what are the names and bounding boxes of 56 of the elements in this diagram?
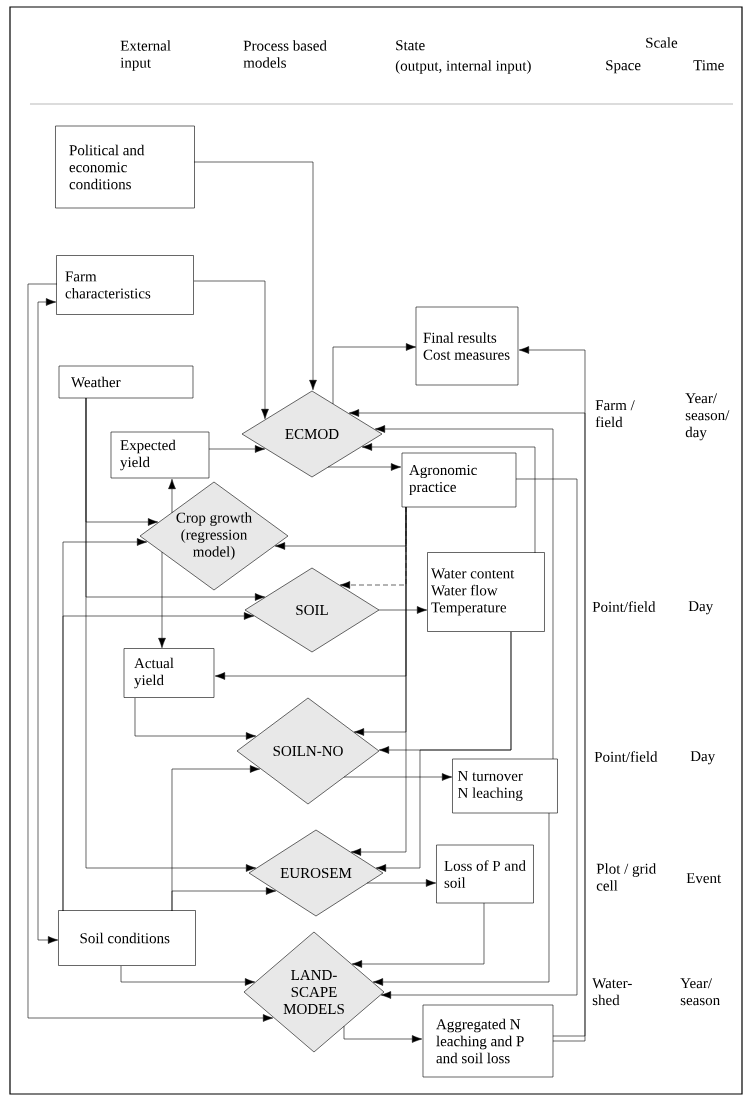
header-label: Process based models: [243, 40, 327, 68]
header-label: Event: [686, 873, 722, 884]
box: Aggregated N leaching and P and soil loss: [422, 1004, 554, 1078]
arrow: [62, 612, 254, 912]
arrow: [372, 812, 550, 986]
arrow: [343, 773, 453, 781]
arrow: [361, 443, 536, 554]
arrow: [332, 343, 417, 405]
arrow: [380, 478, 578, 999]
arrow: [158, 551, 166, 649]
header-label: Space: [606, 60, 641, 74]
header-label: Point/field: [592, 601, 656, 612]
header-label: Plot / grid cell: [596, 863, 656, 891]
arrow: [351, 902, 485, 968]
box: Actual yield: [123, 648, 215, 698]
box: Weather: [58, 365, 194, 399]
arrow: [168, 478, 176, 514]
arrow: [375, 631, 512, 872]
arrow: [327, 463, 402, 471]
header-label: (output, internal input): [395, 60, 531, 74]
arrow: [208, 445, 266, 453]
box: Agronomic practice: [401, 452, 517, 508]
header-label: Scale: [646, 37, 678, 48]
arrow: [343, 1025, 423, 1043]
arrow: [27, 283, 274, 1022]
arrow: [37, 298, 59, 944]
header-label: Farm / field: [595, 400, 635, 428]
box: Expected yield: [110, 431, 210, 479]
arrow: [193, 161, 317, 391]
header-label: Year/ season/ day: [685, 393, 730, 441]
arrow: [171, 887, 277, 912]
arrow: [134, 697, 256, 740]
arrow: [378, 606, 428, 614]
arrow: [350, 506, 407, 856]
header-label: Day: [688, 601, 714, 615]
arrow: [366, 879, 437, 887]
box: Soil conditions: [58, 910, 196, 966]
header-label: Day: [690, 751, 716, 765]
header-label: Water-shed: [592, 978, 632, 1006]
header-label: State: [396, 40, 425, 51]
box: Water content Water flow Temperature: [427, 552, 545, 632]
header-label: External input: [120, 40, 171, 71]
header-label: Point/field: [594, 751, 658, 762]
box: Farm characteristics: [56, 255, 194, 315]
arrow: [518, 346, 586, 1042]
box: N turnover N leaching: [452, 758, 558, 814]
header-label: Year/ season: [680, 978, 720, 1006]
box: Political and economic conditions: [55, 125, 195, 209]
arrow: [85, 397, 256, 872]
box: Loss of P and soil: [436, 844, 534, 904]
header-label: Time: [693, 60, 724, 71]
arrow: [120, 965, 255, 986]
arrow: [348, 409, 586, 1037]
arrow: [193, 280, 269, 420]
arrow: [374, 425, 554, 760]
box: Final results Cost measures: [415, 306, 519, 386]
